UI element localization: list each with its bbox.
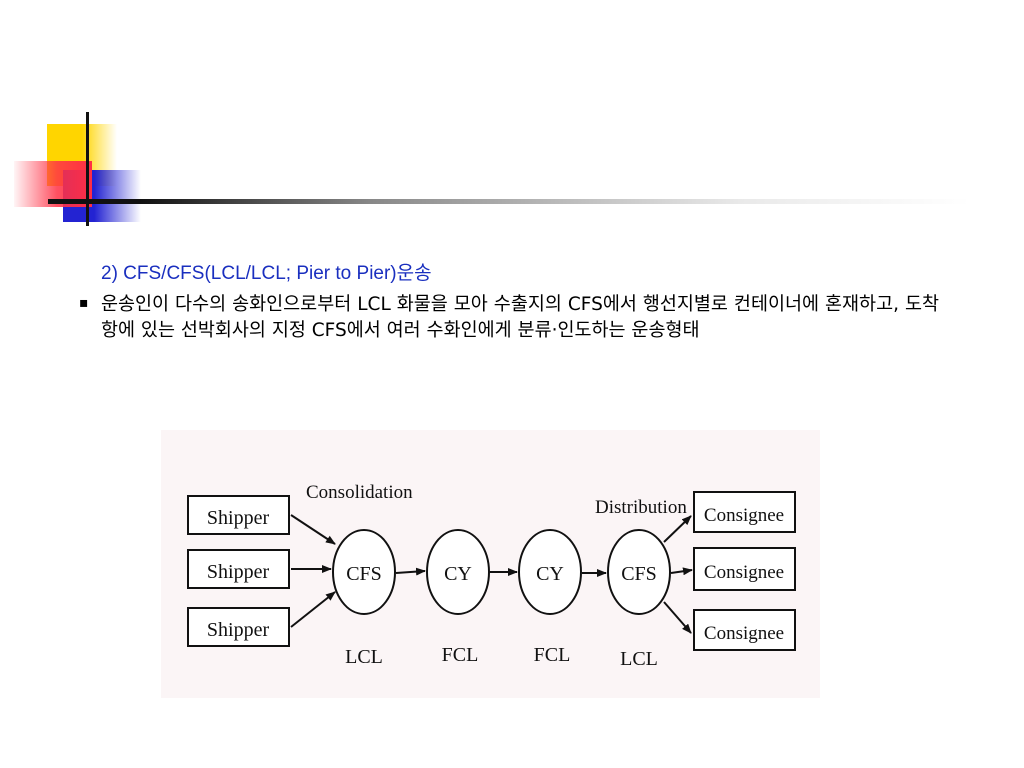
node-label: CY — [536, 563, 564, 585]
arrow-cfs-to-cy — [395, 567, 426, 576]
arrow-cfs-to-consignee3 — [663, 601, 692, 634]
slide-heading: 2) CFS/CFS(LCL/LCL; Pier to Pier)운송 — [101, 263, 432, 284]
shipper-label: Shipper — [207, 619, 270, 641]
decor-horizontal-line — [48, 199, 970, 204]
node-cfs-destination: CFS LCL — [607, 529, 671, 670]
node-sublabel: LCL — [345, 646, 383, 668]
shipper-label: Shipper — [207, 507, 270, 529]
arrow-shipper1-to-cfs — [290, 514, 336, 545]
shipper-label: Shipper — [207, 561, 270, 583]
bullet-text: 운송인이 다수의 송화인으로부터 LCL 화물을 모아 수출지의 CFS에서 행… — [101, 294, 939, 341]
shipper-box-3: Shipper — [187, 607, 290, 647]
node-label: CFS — [346, 563, 382, 585]
node-cy-origin: CY FCL — [426, 529, 490, 666]
flow-diagram-svg: Consolidation Distribution Shipper Shipp… — [187, 482, 796, 670]
decor-vertical-line — [86, 112, 89, 226]
shipper-box-2: Shipper — [187, 549, 290, 589]
arrow-cfs-to-consignee1 — [663, 515, 692, 543]
consignee-label: Consignee — [704, 505, 784, 526]
bullet-item: ▪ 운송인이 다수의 송화인으로부터 LCL 화물을 모아 수출지의 CFS에서… — [79, 292, 939, 344]
shipper-box-1: Shipper — [187, 495, 290, 535]
node-cy-destination: CY FCL — [518, 529, 582, 666]
consignee-label: Consignee — [704, 623, 784, 644]
node-label: CY — [444, 563, 472, 585]
distribution-label: Distribution — [595, 497, 687, 518]
node-sublabel: LCL — [620, 648, 658, 670]
consignee-box-1: Consignee — [693, 491, 796, 533]
node-sublabel: FCL — [534, 644, 571, 666]
arrow-shipper3-to-cfs — [290, 591, 336, 628]
arrow-cfs-to-consignee2 — [670, 567, 693, 576]
node-cfs-origin: CFS LCL — [332, 529, 396, 668]
consignee-box-2: Consignee — [693, 547, 796, 591]
consolidation-label: Consolidation — [306, 482, 413, 503]
bullet-icon: ▪ — [79, 295, 89, 311]
consignee-box-3: Consignee — [693, 609, 796, 651]
node-sublabel: FCL — [442, 644, 479, 666]
node-label: CFS — [621, 563, 657, 585]
consignee-label: Consignee — [704, 562, 784, 583]
flow-diagram: Consolidation Distribution Shipper Shipp… — [161, 430, 820, 698]
